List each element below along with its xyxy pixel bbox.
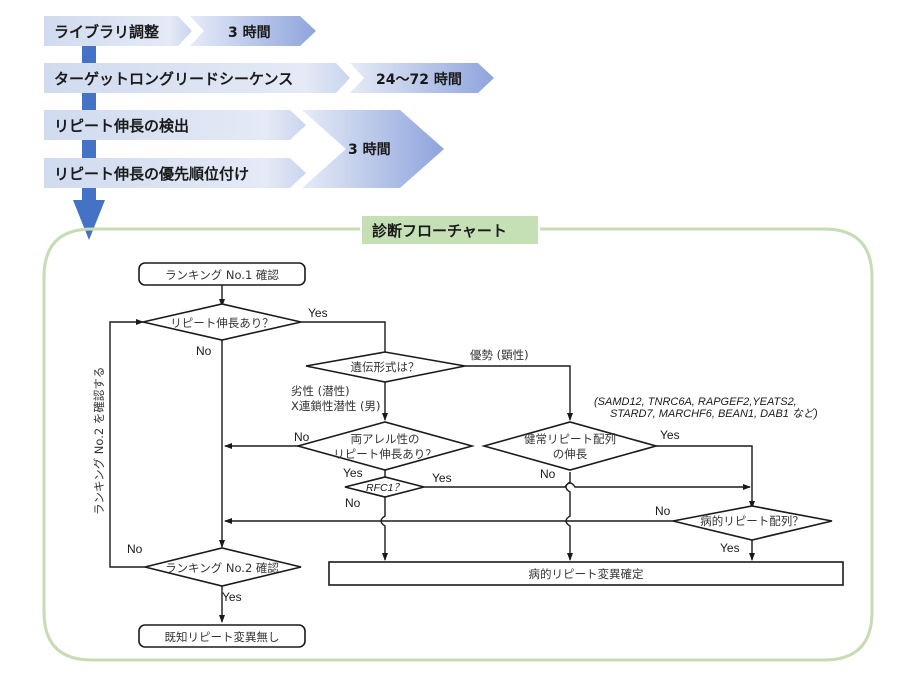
label-x-linked-recessive: X連鎖性潜性 (男) xyxy=(291,399,381,413)
node-label-line1: 両アレル性の xyxy=(351,432,420,446)
shared-duration-label: 3 時間 xyxy=(348,141,391,158)
node-biallelic[interactable]: 両アレル性の リピート伸長あり？ xyxy=(294,421,476,471)
workflow: ライブラリ調整 3 時間 ターゲットロングリードシーケンス 24〜72 時間 リ… xyxy=(44,16,494,240)
step-band xyxy=(44,158,306,188)
node-label: 遺伝形式は？ xyxy=(351,360,420,374)
step-target-long-read: ターゲットロングリードシーケンス 24〜72 時間 xyxy=(44,63,494,93)
node-none-known[interactable]: 既知リピート変異無し xyxy=(138,624,306,648)
label-yes: Yes xyxy=(660,428,680,442)
step-repeat-prioritization: リピート伸長の優先順位付け xyxy=(44,158,306,188)
edge xyxy=(424,482,751,490)
step-label: ライブラリ調整 xyxy=(54,23,159,41)
node-label-line2: の伸長 xyxy=(553,447,588,461)
gene-note-line2: STARD7, MARCHF6, BEAN1, DAB1 など) xyxy=(610,408,818,420)
edge xyxy=(655,445,755,509)
edge-labels: Yes No 優勢 (顕性) 劣性 (潜性) X連鎖性潜性 (男) No Yes… xyxy=(92,306,818,604)
step-label: リピート伸長の検出 xyxy=(54,117,189,135)
label-recessive: 劣性 (潜性) xyxy=(291,384,350,398)
node-label-line2: リピート伸長あり？ xyxy=(333,447,437,461)
flowchart-title: 診断フローチャート xyxy=(372,222,507,240)
frame-border xyxy=(42,227,874,662)
label-yes: Yes xyxy=(308,306,328,320)
duration-arrow xyxy=(350,63,494,93)
duration-label: 24〜72 時間 xyxy=(376,71,462,88)
label-yes: Yes xyxy=(720,541,740,555)
down-arrow-icon xyxy=(73,200,105,240)
label-yes: Yes xyxy=(222,590,242,604)
label-dominant: 優勢 (顕性) xyxy=(470,348,529,362)
step-repeat-detection: リピート伸長の検出 xyxy=(44,110,306,140)
node-label: 既知リピート変異無し xyxy=(165,630,280,644)
node-label-line1: 健常リピート配列 xyxy=(524,432,616,446)
node-inheritance[interactable]: 遺伝形式は？ xyxy=(305,351,466,383)
label-loop-back: ランキング No.2 を確認する xyxy=(92,367,106,515)
label-no: No xyxy=(345,496,361,510)
node-label: リピート伸長あり？ xyxy=(170,316,274,330)
node-normal-repeat[interactable]: 健常リピート配列 の伸長 xyxy=(481,421,659,471)
label-yes: Yes xyxy=(432,471,452,485)
label-no: No xyxy=(127,542,143,556)
step-band xyxy=(44,63,350,93)
flowchart-frame: 診断フローチャート xyxy=(42,216,874,662)
edge xyxy=(301,321,386,352)
shared-duration-arrow xyxy=(302,110,444,188)
node-pathogenic-repeat[interactable]: 病的リピート配列？ xyxy=(672,505,833,541)
duration-arrow xyxy=(190,16,316,46)
step-label: ターゲットロングリードシーケンス xyxy=(54,70,293,88)
node-label: RFC1？ xyxy=(366,482,404,494)
node-start-ranking1[interactable]: ランキング No.1 確認 xyxy=(138,262,306,286)
label-yes: Yes xyxy=(343,466,363,480)
node-rfc1[interactable]: RFC1？ xyxy=(344,476,425,498)
label-no: No xyxy=(655,504,671,518)
node-label: 病的リピート変異確定 xyxy=(529,567,644,581)
label-no: No xyxy=(540,467,556,481)
label-no: No xyxy=(294,430,310,444)
loop-back-edge[interactable] xyxy=(109,319,145,568)
step-library-prep: ライブラリ調整 3 時間 xyxy=(44,16,316,46)
step-band xyxy=(44,110,306,140)
label-no: No xyxy=(196,344,212,358)
edge xyxy=(565,472,573,561)
duration-label: 3 時間 xyxy=(228,24,271,41)
node-label: ランキング No.1 確認 xyxy=(165,268,279,282)
flowchart-nodes: ランキング No.1 確認 リピート伸長あり？ 遺伝形式は？ 両アレル性の リピ… xyxy=(138,262,844,648)
flowchart-connectors xyxy=(109,285,755,623)
step-label: リピート伸長の優先順位付け xyxy=(54,165,249,183)
edge xyxy=(465,365,573,421)
edge xyxy=(380,497,388,561)
gene-note-line1: (SAMD12, TNRC6A, RAPGEF2,YEATS2, xyxy=(594,396,797,408)
node-repeat-expansion[interactable]: リピート伸長あり？ xyxy=(142,303,302,341)
step-band xyxy=(44,16,192,46)
flowchart-title-box xyxy=(362,216,538,244)
node-label: 病的リピート配列？ xyxy=(700,514,804,528)
node-confirmed[interactable]: 病的リピート変異確定 xyxy=(328,561,844,586)
node-label: ランキング No.2 確認 xyxy=(165,561,279,575)
node-ranking2[interactable]: ランキング No.2 確認 xyxy=(144,547,302,587)
